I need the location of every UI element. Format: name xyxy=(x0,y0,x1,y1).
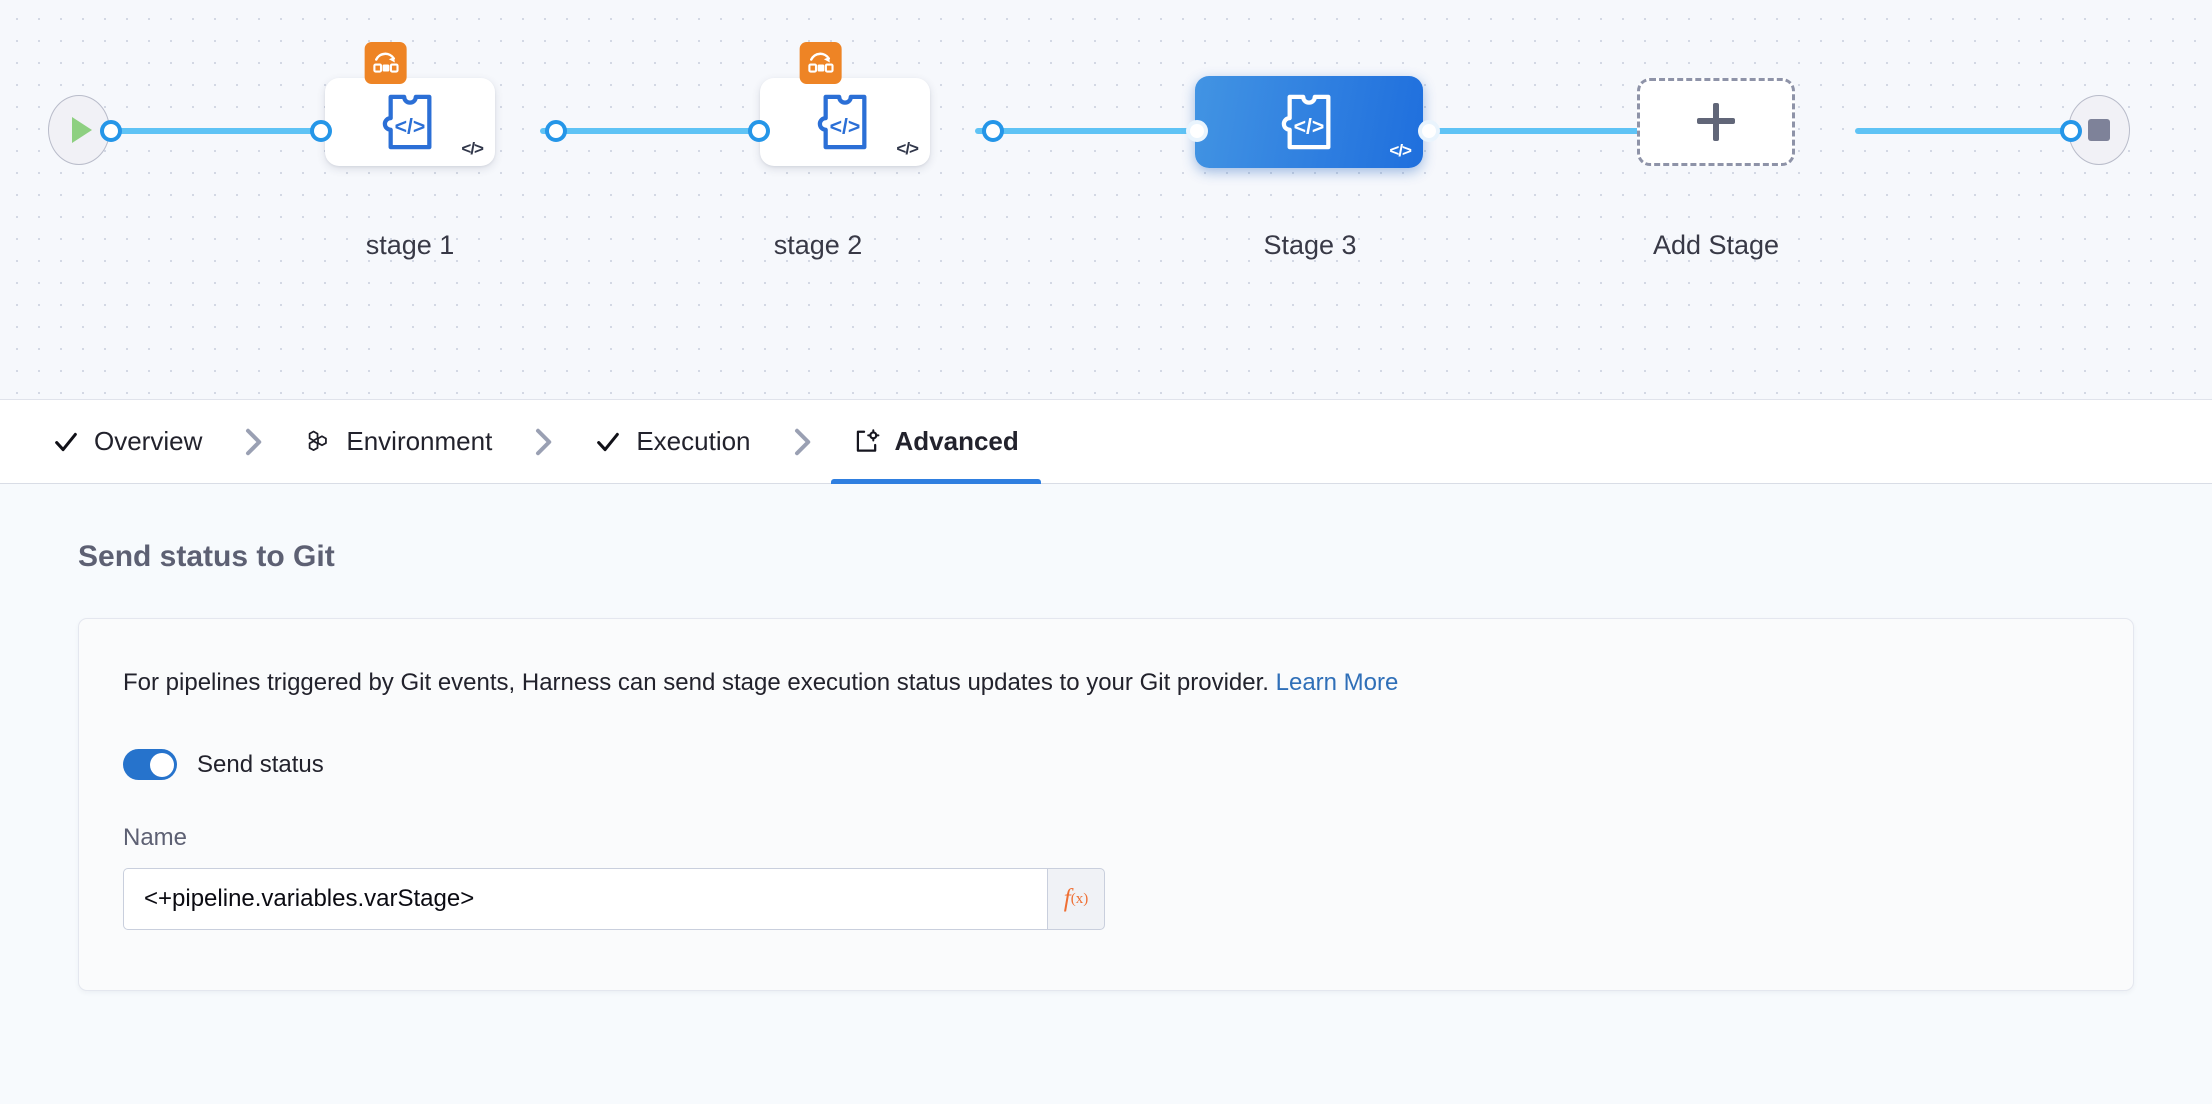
tab-environment[interactable]: Environment xyxy=(282,400,514,483)
matrix-strategy-icon xyxy=(364,42,407,84)
advanced-tab-content: Send status to Git For pipelines trigger… xyxy=(0,484,2212,1104)
chevron-right-icon xyxy=(773,400,831,483)
pipeline-start-node[interactable] xyxy=(48,95,110,165)
send-status-toggle[interactable] xyxy=(123,749,177,781)
svg-text:</>: </> xyxy=(1294,115,1325,139)
connector-stage2-to-stage3 xyxy=(975,128,1205,134)
expression-toggle-button[interactable]: f(x) xyxy=(1047,868,1105,931)
play-icon xyxy=(72,117,92,143)
stop-icon xyxy=(2088,119,2110,141)
stage-node-3[interactable]: </> </> xyxy=(1195,76,1423,168)
chevron-right-icon xyxy=(224,400,282,483)
end-node-handle[interactable] xyxy=(2060,120,2082,142)
tab-environment-label: Environment xyxy=(346,426,493,456)
send-status-toggle-row: Send status xyxy=(123,749,2089,781)
pipeline-canvas[interactable]: </> </> stage 1 </> </> stage 2 </> xyxy=(0,0,2212,400)
connector-stage3-to-addstage xyxy=(1415,128,1640,134)
stage-node-2-handle-left[interactable] xyxy=(748,120,770,142)
stage-node-3-handle-right[interactable] xyxy=(1418,120,1440,142)
template-marker-icon: </> xyxy=(896,139,919,158)
connector-stage1-to-stage2 xyxy=(540,128,770,134)
stage-node-3-handle-left[interactable] xyxy=(1186,120,1208,142)
stage-node-2-handle-right[interactable] xyxy=(982,120,1004,142)
stage-tab-bar: Overview Environment E xyxy=(0,400,2212,484)
name-input[interactable] xyxy=(123,868,1047,931)
tab-overview[interactable]: Overview xyxy=(30,400,224,483)
custom-stage-icon: </> xyxy=(817,94,867,150)
plus-icon xyxy=(1697,103,1735,141)
tab-advanced[interactable]: Advanced xyxy=(830,400,1042,484)
stage-node-1[interactable]: </> </> xyxy=(325,42,495,166)
name-field-group: f(x) xyxy=(123,868,1105,931)
stage-node-2[interactable]: </> </> xyxy=(760,42,930,166)
connector-addstage-to-end xyxy=(1855,128,2070,134)
tab-advanced-label: Advanced xyxy=(894,426,1019,456)
chevron-right-icon xyxy=(514,400,572,483)
svg-text:</>: </> xyxy=(395,115,426,139)
name-field-label: Name xyxy=(123,824,188,852)
start-node-handle[interactable] xyxy=(100,120,122,142)
custom-stage-icon: </> xyxy=(382,94,432,150)
template-marker-icon: </> xyxy=(461,139,484,158)
stage-node-2-label: stage 2 xyxy=(773,230,863,260)
advanced-gear-icon xyxy=(853,428,881,456)
stage-node-1-handle-right[interactable] xyxy=(545,120,567,142)
connector-start-to-stage1 xyxy=(108,128,320,134)
tab-execution[interactable]: Execution xyxy=(572,400,772,483)
check-icon xyxy=(52,428,80,456)
stage-node-1-label: stage 1 xyxy=(365,230,455,260)
panel-description-text: For pipelines triggered by Git events, H… xyxy=(123,669,1269,696)
tab-overview-label: Overview xyxy=(94,426,203,456)
toggle-knob xyxy=(149,752,174,777)
svg-text:</>: </> xyxy=(830,115,861,139)
send-status-panel: For pipelines triggered by Git events, H… xyxy=(78,618,2134,992)
page-title: Send status to Git xyxy=(78,540,335,573)
stage-node-3-label: Stage 3 xyxy=(1263,230,1357,260)
tab-execution-label: Execution xyxy=(636,426,751,456)
learn-more-link[interactable]: Learn More xyxy=(1275,669,1399,696)
template-marker-icon: </> xyxy=(1389,141,1412,160)
matrix-strategy-icon xyxy=(799,42,842,84)
check-icon xyxy=(594,428,622,456)
send-status-toggle-label: Send status xyxy=(197,750,324,778)
add-stage-button[interactable] xyxy=(1637,78,1795,166)
infrastructure-icon xyxy=(304,428,332,456)
add-stage-label: Add Stage xyxy=(1652,230,1780,260)
stage-node-1-handle-left[interactable] xyxy=(310,120,332,142)
panel-description: For pipelines triggered by Git events, H… xyxy=(123,667,2089,699)
custom-stage-icon: </> xyxy=(1281,94,1331,150)
